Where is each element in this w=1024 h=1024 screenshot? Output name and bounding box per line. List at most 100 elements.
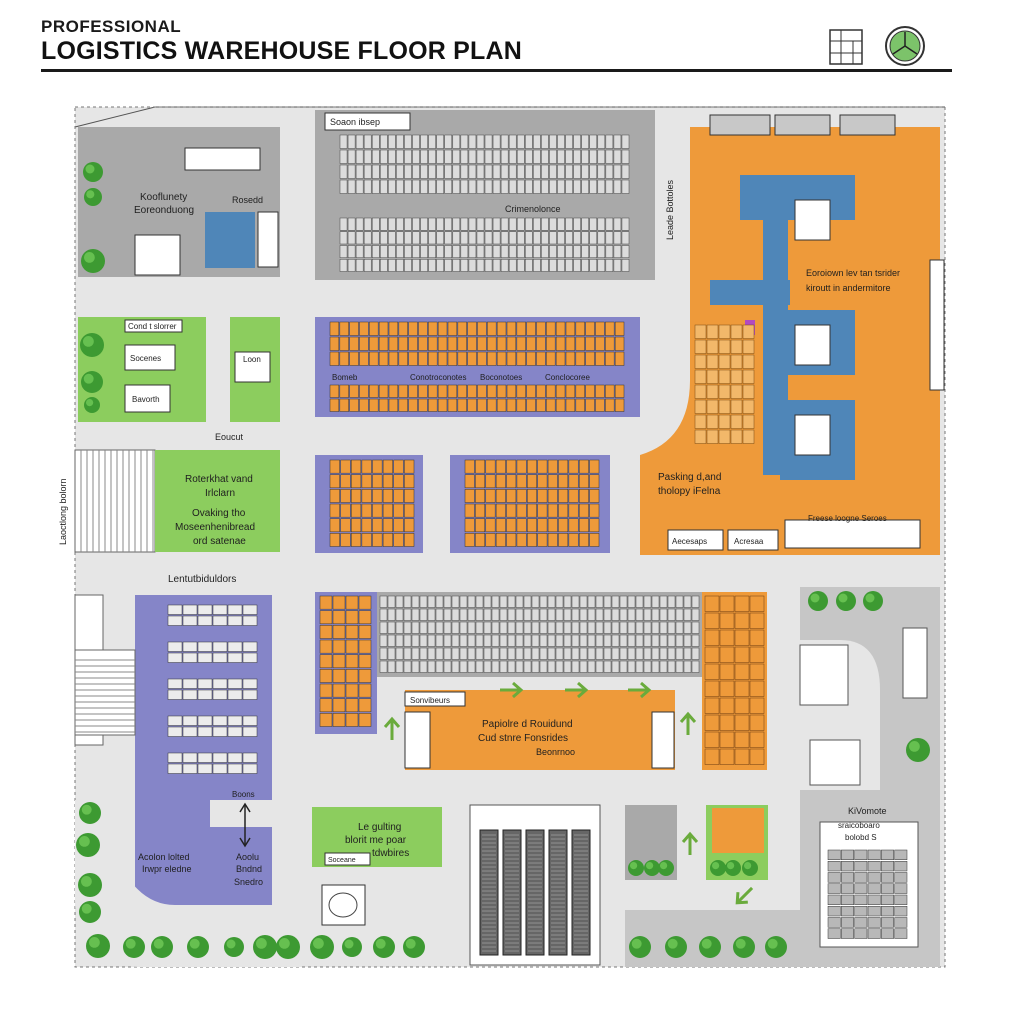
label-green-lower-2: blorit me poar [345,835,407,846]
label-green-small-2: Socenes [130,354,161,363]
tree-icon [733,936,755,958]
tree-icon [224,937,244,957]
label-orange-center-3: Beonrnoo [536,747,575,757]
tree-icon [742,860,758,876]
direction-arrow-icon [565,681,589,699]
label-dock-2: Aecesaps [672,537,707,546]
tree-icon [81,371,103,393]
label-green-small-1: Cond t slorrer [128,322,177,331]
direction-arrow-icon [679,711,697,735]
page-title: LOGISTICS WAREHOUSE FLOOR PLAN [41,37,523,65]
tree-icon [629,936,651,958]
label-purple-row-2: Conotroconotes [410,373,466,382]
tree-icon [84,397,100,413]
label-purple-row-4: Conclocoree [545,373,590,382]
label-purple-lower-4: Aoolu [236,852,259,862]
label-green-mid-1: Roterkhat vand [185,474,253,485]
floor-plan-icon[interactable] [829,29,863,65]
tree-icon [187,936,209,958]
label-orange-zone-2: kiroutt in andermitore [806,283,891,293]
tree-icon [765,936,787,958]
tree-icon [710,860,726,876]
tree-icon [276,935,300,959]
label-green-mid-3: Ovaking tho [192,508,246,519]
label-left-vertical: Laoctlong bolorn [58,478,68,545]
label-purple-row-1: Bomeb [332,373,358,382]
header-divider [41,69,952,72]
label-top-left-1: Kooflunety [140,192,187,203]
compass-icon[interactable] [884,25,926,67]
tree-icon [836,591,856,611]
direction-arrow-icon [239,802,251,848]
label-orange-center-1: Papiolre d Rouidund [482,719,573,730]
rack-grid-purple-lower [167,604,258,774]
label-green-lower-4: Soceane [328,857,356,864]
label-green-mid-2: Irlclarn [205,488,235,499]
tree-icon [403,936,425,958]
direction-arrow-icon [383,716,401,740]
rack-grid-orange-right [694,324,755,444]
tree-icon [699,936,721,958]
tree-icon [310,935,334,959]
trees [76,162,930,959]
label-packing-2: tholopy iFelna [658,486,721,497]
tree-icon [628,860,644,876]
label-purple-lower-3: Irwpr eledne [142,864,192,874]
tree-icon [81,249,105,273]
tree-icon [665,936,687,958]
tree-icon [253,935,277,959]
label-green-mid-4: Moseenhenibread [175,522,255,533]
label-top-left-2: Eoreonduong [134,205,194,216]
label-orange-center-2: Cud stnre Fonsrides [478,733,568,744]
tree-icon [725,860,741,876]
tree-icon [78,873,102,897]
label-service: Sonvibeurs [410,696,450,705]
tree-icon [86,934,110,958]
label-orange-zone-1: Eoroiown lev tan tsrider [806,268,900,278]
tree-icon [906,738,930,762]
tree-icon [80,333,104,357]
label-left-lower-title: Lentutbiduldors [168,574,236,585]
label-purple-lower-6: Snedro [234,877,263,887]
direction-arrow-icon [628,681,652,699]
rack-grid-purple-upper [329,321,625,412]
rack-grid-top [339,134,630,272]
loading-hatch-area [74,449,156,553]
tree-icon [342,937,362,957]
label-right-lower-2: sraicoboaro [838,821,880,830]
label-dock-1: Freese loogne Seroes [808,514,887,523]
label-right-lower-1: KiVomote [848,806,887,816]
label-right-lower-3: bolobd S [845,833,877,842]
label-purple-lower-2: Acolon lolted [138,852,190,862]
label-green-lower-1: Le gulting [358,822,401,833]
header-subtitle: PROFESSIONAL [41,17,182,36]
tree-icon [76,833,100,857]
direction-arrow-icon [500,681,524,699]
tree-icon [83,162,103,182]
label-right-vertical: Leade Bottoles [665,179,675,240]
tree-icon [123,936,145,958]
label-green-small-4: Loon [243,355,261,364]
label-middle: Eoucut [215,432,244,442]
tree-icon [658,860,674,876]
tree-icon [79,901,101,923]
tree-icon [84,188,102,206]
tree-icon [79,802,101,824]
rack-grid-purple-mid [329,459,600,547]
direction-arrow-icon [681,831,699,855]
label-top-storage: Soaon ibsep [330,117,380,127]
office-block-top-left [205,212,255,268]
label-purple-lower-5: Bndnd [236,864,262,874]
tree-icon [808,591,828,611]
tree-icon [151,936,173,958]
label-green-mid-5: ord satenae [193,536,246,547]
label-green-small-3: Bavorth [132,395,160,404]
direction-arrow-icon [735,886,754,905]
tree-icon [373,936,395,958]
rack-grid-center [319,595,765,765]
label-green-lower-3: tdwbires [372,848,409,859]
tree-icon [644,860,660,876]
storage-purple-lower-left [135,595,272,905]
zone-green-mid [155,450,280,552]
